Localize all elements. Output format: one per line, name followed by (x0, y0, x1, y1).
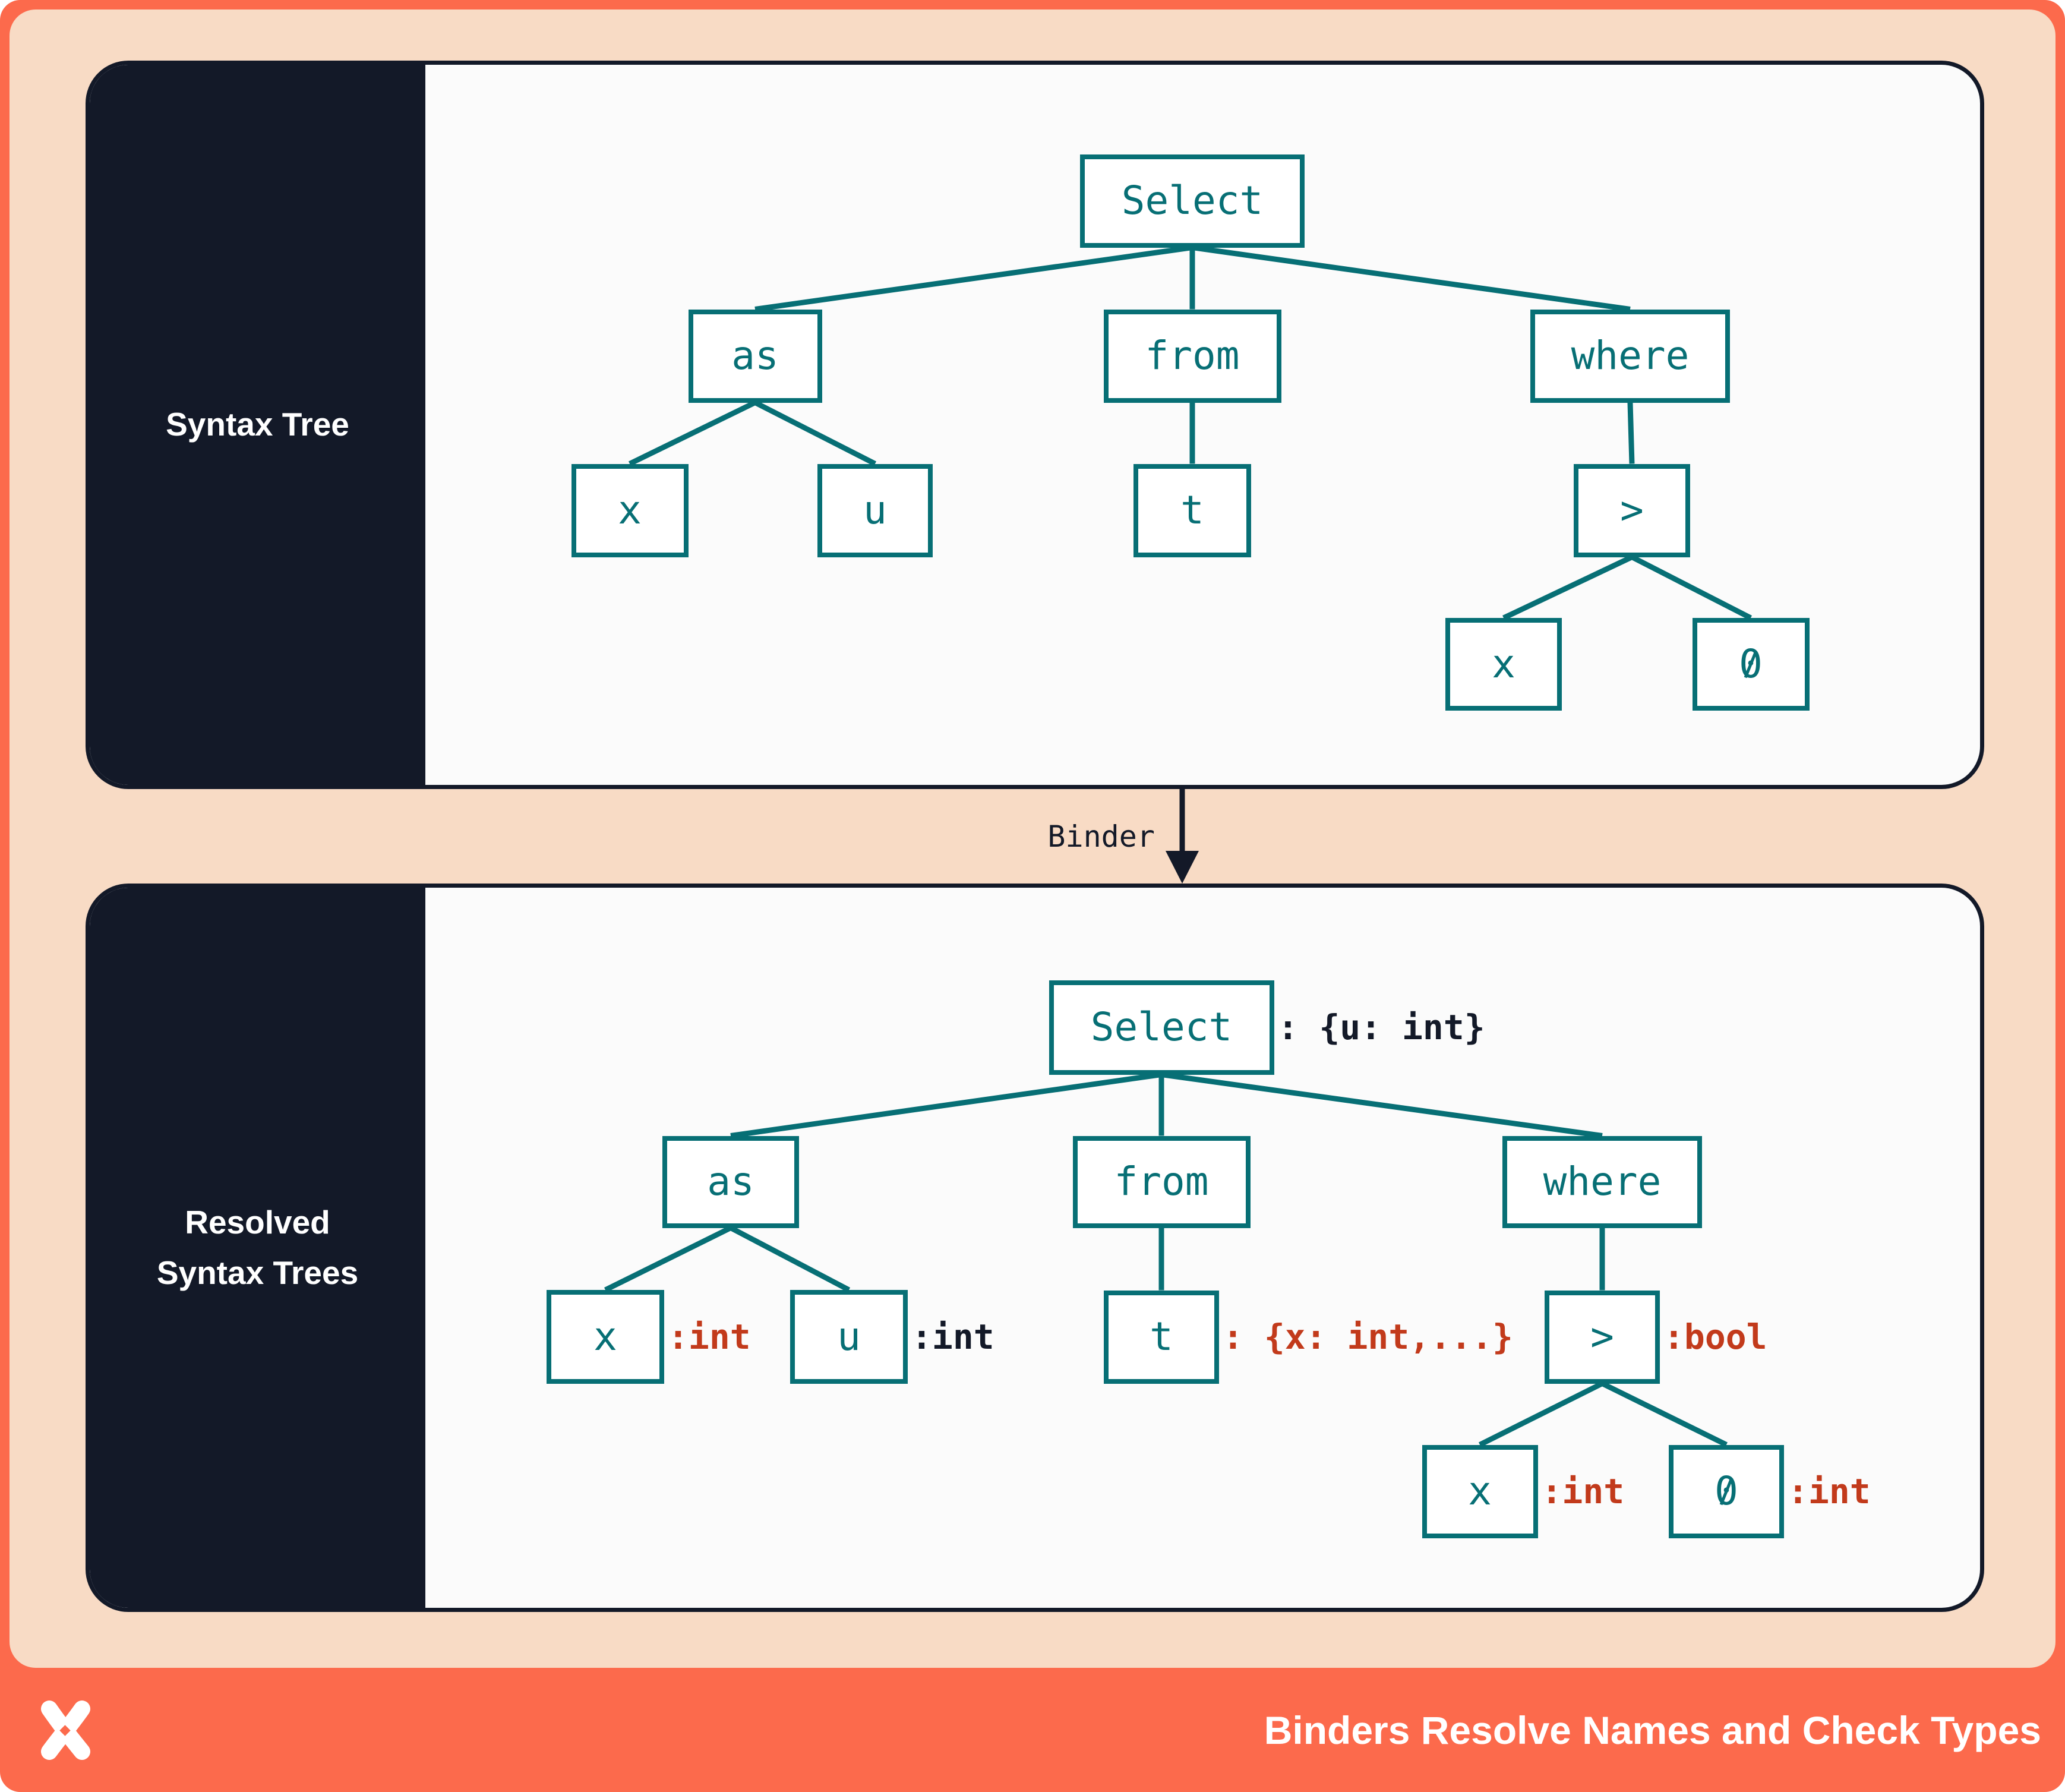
node-label: 0 (1739, 641, 1763, 687)
tree-node-where: where (1502, 1135, 1702, 1228)
tree-edge-as-x (604, 1225, 732, 1293)
tree-node-select: Select (1080, 154, 1305, 248)
tree-edge-select-where (1161, 1072, 1603, 1138)
tree-node-gt: > (1574, 463, 1690, 557)
resolved-syntax-tree-panel: Select : {u: int} as from where x :int u :int t : … (86, 884, 1984, 1612)
node-label: u (837, 1314, 861, 1359)
tree-node-x2: x :int (1422, 1444, 1624, 1538)
syntax-tree-canvas: Select as from where x u t > x 0 (90, 65, 1980, 785)
tree-node-as: as (688, 309, 822, 403)
tree-node-select: Select : {u: int} (1049, 980, 1485, 1075)
tree-node-t: t : {x: int,...} (1104, 1290, 1513, 1384)
node-label: from (1145, 333, 1240, 378)
resolved-syntax-tree-canvas: Select : {u: int} as from where x :int u :int t : … (90, 888, 1980, 1608)
tree-edge-gt-x2 (1502, 554, 1633, 621)
node-label: Select (1090, 1004, 1233, 1050)
tree-node-where: where (1530, 309, 1730, 403)
tree-node-x2: x (1445, 618, 1562, 711)
tree-edge-as-u (729, 1225, 851, 1292)
node-label: where (1571, 333, 1690, 378)
type-annotation: : {u: int} (1277, 1007, 1485, 1048)
footer-title: Binders Resolve Names and Check Types (1264, 1708, 2041, 1752)
binder-label: Binder (1047, 819, 1155, 854)
tree-edge-as-u (753, 400, 877, 466)
tree-edge-where-gt (1627, 402, 1635, 464)
tree-node-from: from (1103, 309, 1281, 403)
node-label: x (1492, 641, 1515, 687)
node-label: as (731, 333, 779, 378)
node-label: t (1180, 487, 1204, 533)
node-label: x (618, 487, 642, 533)
binder-transition: Binder (0, 789, 2065, 884)
tree-node-x: x :int (547, 1290, 751, 1384)
tree-node-x: x (571, 463, 689, 557)
panel-title-resolved-line1: Resolved (185, 1203, 330, 1241)
tree-node-zero: 0 (1692, 618, 1810, 711)
footer-bar: Binders Resolve Names and Check Types (0, 1668, 2065, 1792)
tree-edges (604, 1072, 1728, 1447)
resolved-panel-sidebar: Resolved Syntax Trees (90, 888, 425, 1608)
panel-title-syntax-tree: Syntax Tree (166, 406, 349, 443)
type-annotation: :bool (1663, 1317, 1767, 1357)
node-label: x (1468, 1468, 1492, 1514)
tree-node-u: u (817, 463, 933, 557)
node-label: u (863, 487, 887, 533)
node-label: t (1150, 1314, 1173, 1359)
tree-edge-select-as (730, 1072, 1162, 1138)
node-label: where (1543, 1159, 1662, 1204)
node-label: x (593, 1314, 617, 1359)
type-annotation: :int (1788, 1471, 1871, 1512)
type-annotation: : {x: int,...} (1223, 1317, 1513, 1357)
tree-edge-gt-zero (1630, 554, 1753, 621)
node-label: from (1114, 1159, 1209, 1204)
tree-edge-gt-x2 (1478, 1381, 1604, 1447)
tree-edge-gt-zero (1601, 1381, 1728, 1447)
down-arrow-icon (1166, 789, 1199, 884)
type-annotation: :int (911, 1317, 994, 1357)
tree-edge-select-where (1192, 245, 1631, 312)
tree-edge-select-as (754, 245, 1193, 312)
tree-node-zero: 0 :int (1669, 1444, 1871, 1538)
node-label: Select (1121, 178, 1264, 223)
node-label: > (1620, 487, 1644, 533)
tree-node-from: from (1072, 1135, 1251, 1228)
tree-node-as: as (662, 1135, 799, 1228)
tree-edges (629, 245, 1753, 621)
node-label: as (707, 1159, 754, 1204)
tree-node-t: t (1133, 463, 1251, 557)
syntax-tree-panel: Select as from where x u t > x 0 Syntax Tree (86, 61, 1984, 789)
syntax-tree-panel-sidebar: Syntax Tree (90, 65, 425, 785)
type-annotation: :int (668, 1317, 751, 1357)
node-label: 0 (1714, 1468, 1738, 1514)
panel-title-resolved-line2: Syntax Trees (156, 1254, 359, 1291)
node-label: > (1590, 1314, 1614, 1359)
x-logo-icon (41, 1700, 90, 1760)
type-annotation: :int (1541, 1471, 1625, 1512)
tree-node-gt: > :bool (1545, 1290, 1767, 1384)
tree-edge-as-x (629, 400, 756, 466)
tree-node-u: u :int (790, 1290, 994, 1384)
